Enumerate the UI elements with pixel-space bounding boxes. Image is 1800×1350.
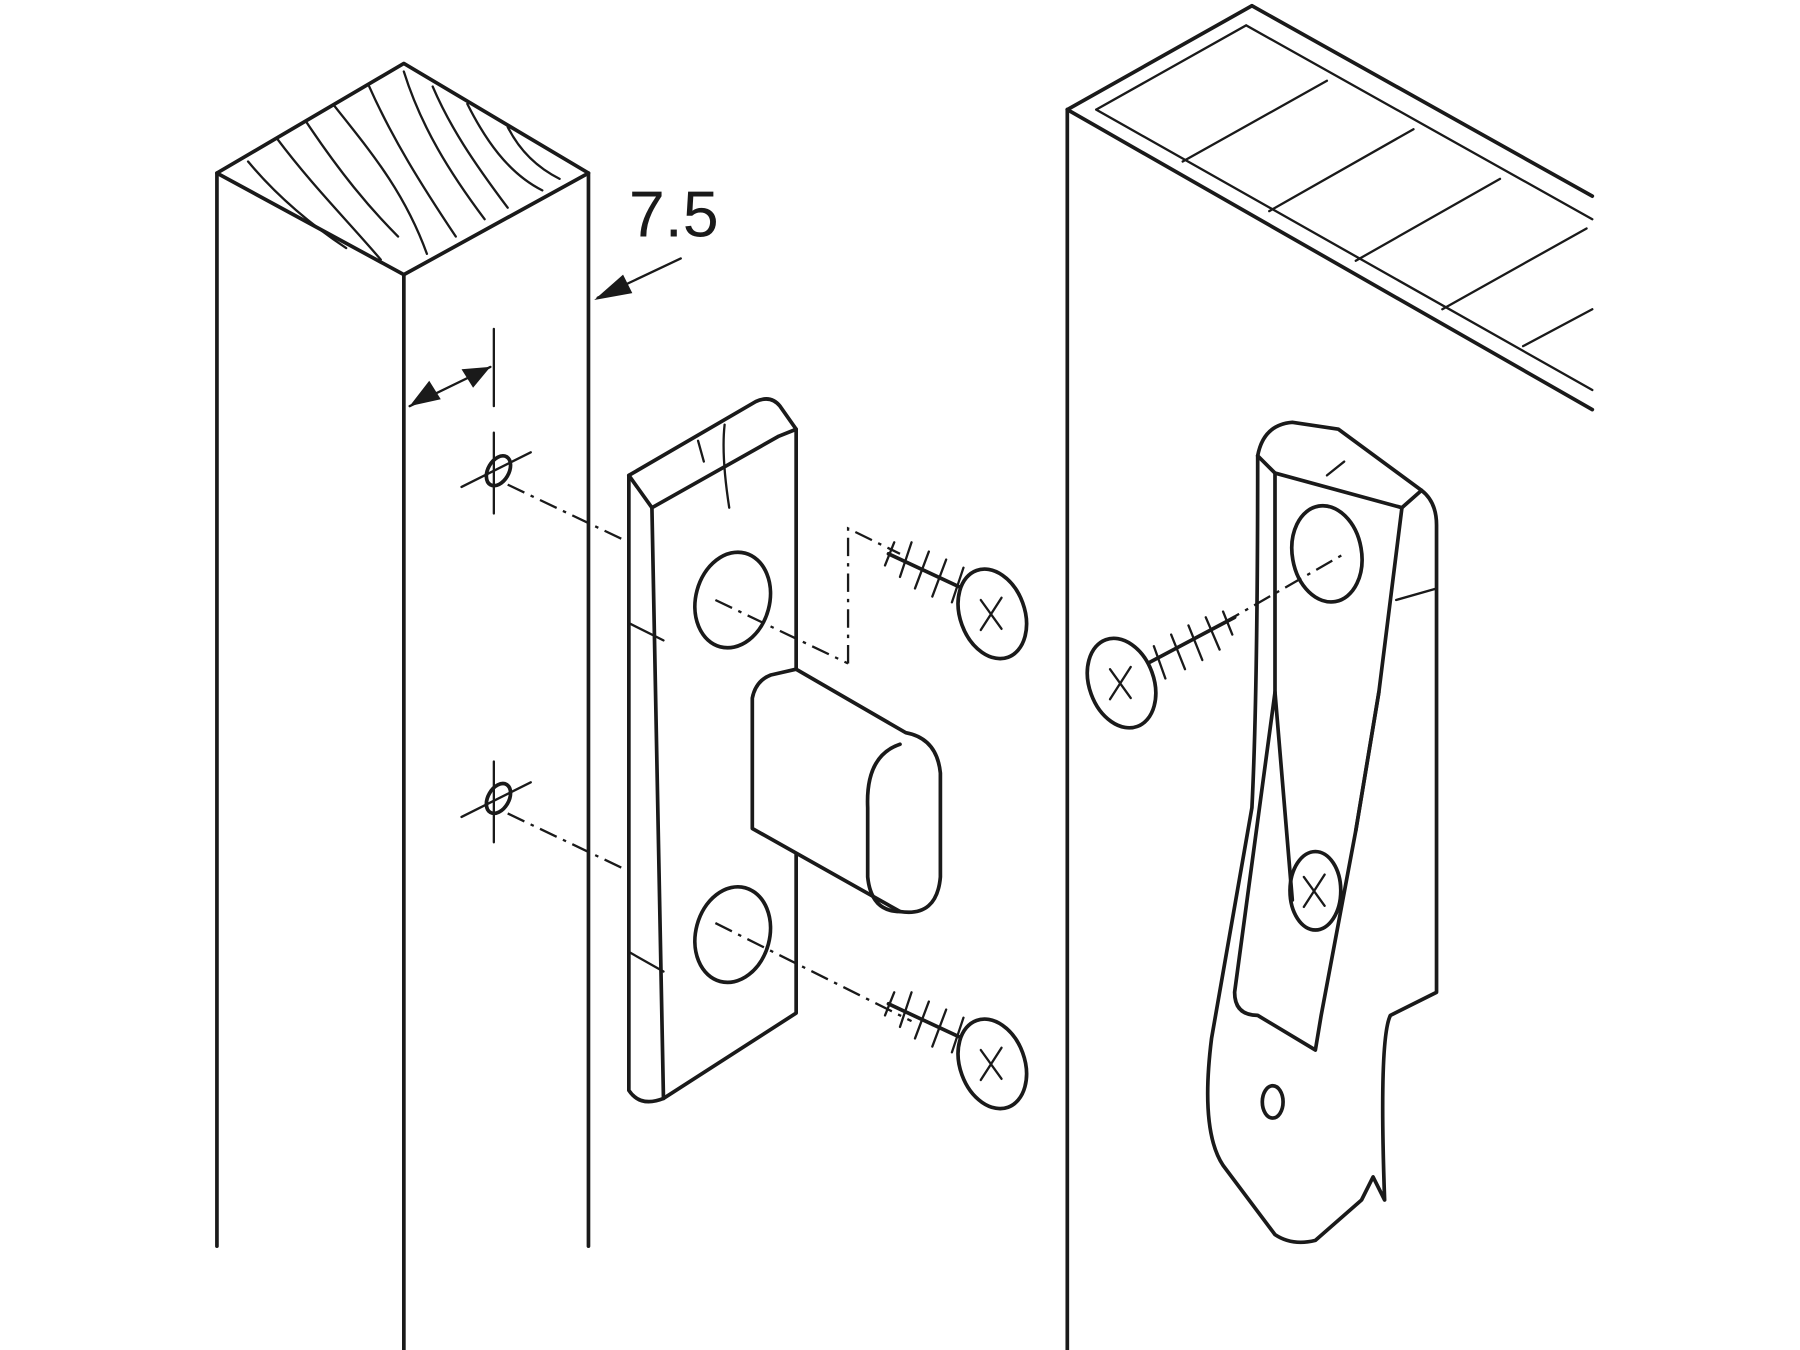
cabinet-side bbox=[1065, 3, 1595, 1350]
screw-top bbox=[883, 541, 1029, 661]
screw-catch bbox=[1085, 552, 1345, 730]
screw-bottom bbox=[883, 991, 1029, 1111]
pilot-holes bbox=[460, 431, 630, 873]
catch-bracket bbox=[1205, 420, 1439, 1245]
latch-block bbox=[750, 667, 943, 915]
dimension-annotation: 7.5 bbox=[408, 179, 719, 408]
dimension-label: 7.5 bbox=[629, 179, 719, 251]
wooden-post bbox=[215, 61, 591, 1350]
